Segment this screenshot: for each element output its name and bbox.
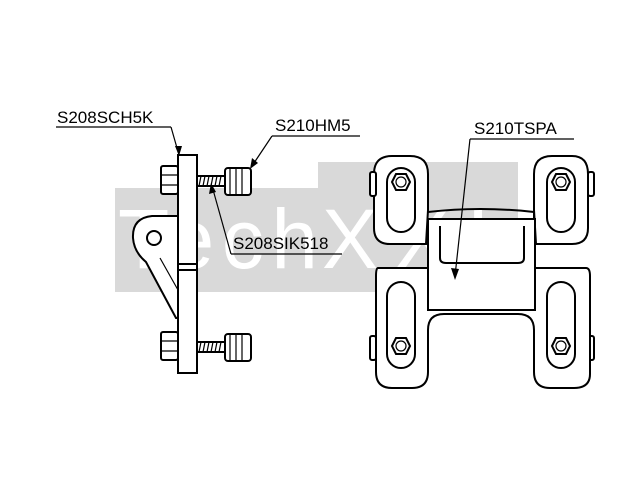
callout-label-screw: S210HM5 (275, 116, 351, 135)
callouts: S208SCH5K S210HM5 S208SIK518 S210TSPA (56, 108, 574, 280)
bolt-upper-left (390, 173, 412, 191)
lower-nut (160, 331, 179, 361)
callout-label-bracket: S210TSPA (474, 119, 558, 138)
bolt-lower-right (550, 337, 572, 355)
upper-nut (160, 165, 179, 195)
bolt-lower-left (390, 337, 412, 355)
upper-screw-head (224, 167, 252, 196)
bracket-channel (439, 226, 525, 264)
hinge-pin-hole (146, 230, 162, 246)
front-view-assembly (369, 155, 595, 389)
side-view-assembly (131, 154, 252, 374)
centre-bracket (427, 218, 536, 311)
bolt-upper-right (550, 173, 572, 191)
callout-label-insert: S208SIK518 (233, 234, 328, 253)
callout-label-top-left: S208SCH5K (57, 108, 154, 127)
lower-screw-head (224, 333, 252, 362)
hinge-knuckle (131, 215, 179, 319)
